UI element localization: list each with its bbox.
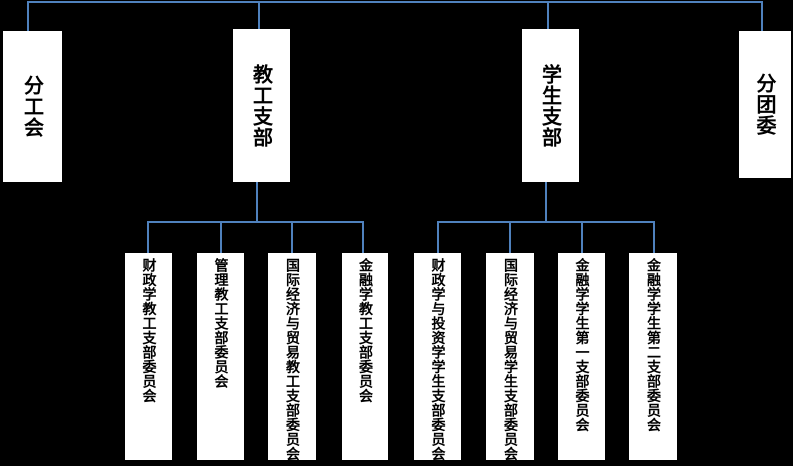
node-branch-youth-league: 分团委 xyxy=(739,31,791,178)
node-finance-major-faculty-committee: 金融学教工支部委员会 xyxy=(342,253,388,460)
node-management-faculty-committee: 管理教工支部委员会 xyxy=(197,253,244,460)
node-branch-labor-union: 分工会 xyxy=(3,31,62,182)
connector-faculty-rail xyxy=(147,221,364,223)
node-label: 分工会 xyxy=(20,75,45,138)
node-label: 财政学教工支部委员会 xyxy=(140,258,157,403)
connector-student-drop-1 xyxy=(437,221,439,253)
node-label: 国际经济与贸易教工支部委员会 xyxy=(284,258,300,461)
node-student-party-branch: 学生支部 xyxy=(522,29,579,182)
connector-faculty-drop-3 xyxy=(291,221,293,253)
node-finance-student-second-committee: 金融学学生第二支部委员会 xyxy=(629,253,677,460)
node-label: 学生支部 xyxy=(538,63,563,148)
connector-top-rail xyxy=(27,1,763,3)
connector-stub-student-branch xyxy=(547,1,549,29)
connector-faculty-drop-1 xyxy=(147,221,149,253)
connector-faculty-parent-stub xyxy=(256,182,258,223)
node-label: 金融学学生第一支部委员会 xyxy=(573,258,590,432)
connector-faculty-drop-2 xyxy=(220,221,222,253)
node-intl-trade-student-committee: 国际经济与贸易学生支部委员会 xyxy=(486,253,534,461)
node-label: 分团委 xyxy=(753,73,777,136)
node-label: 管理教工支部委员会 xyxy=(212,258,229,389)
node-finance-student-first-committee: 金融学学生第一支部委员会 xyxy=(558,253,605,460)
node-label: 国际经济与贸易学生支部委员会 xyxy=(502,258,518,461)
connector-stub-youth-league xyxy=(761,1,763,31)
connector-stub-faculty-branch xyxy=(258,1,260,29)
node-label: 财政学与投资学学生支部委员会 xyxy=(429,258,446,461)
node-intl-trade-faculty-committee: 国际经济与贸易教工支部委员会 xyxy=(268,253,316,461)
node-faculty-party-branch: 教工支部 xyxy=(233,29,290,182)
node-label: 金融学教工支部委员会 xyxy=(357,258,373,403)
connector-student-drop-3 xyxy=(581,221,583,253)
node-finance-investment-student-committee: 财政学与投资学学生支部委员会 xyxy=(414,253,461,461)
connector-faculty-drop-4 xyxy=(362,221,364,253)
connector-student-rail xyxy=(437,221,655,223)
connector-student-drop-4 xyxy=(653,221,655,253)
connector-student-parent-stub xyxy=(545,182,547,223)
node-label: 教工支部 xyxy=(249,63,274,148)
connector-stub-branch-union xyxy=(27,1,29,31)
node-finance-faculty-committee: 财政学教工支部委员会 xyxy=(125,253,172,460)
connector-student-drop-2 xyxy=(509,221,511,253)
node-label: 金融学学生第二支部委员会 xyxy=(645,258,661,432)
